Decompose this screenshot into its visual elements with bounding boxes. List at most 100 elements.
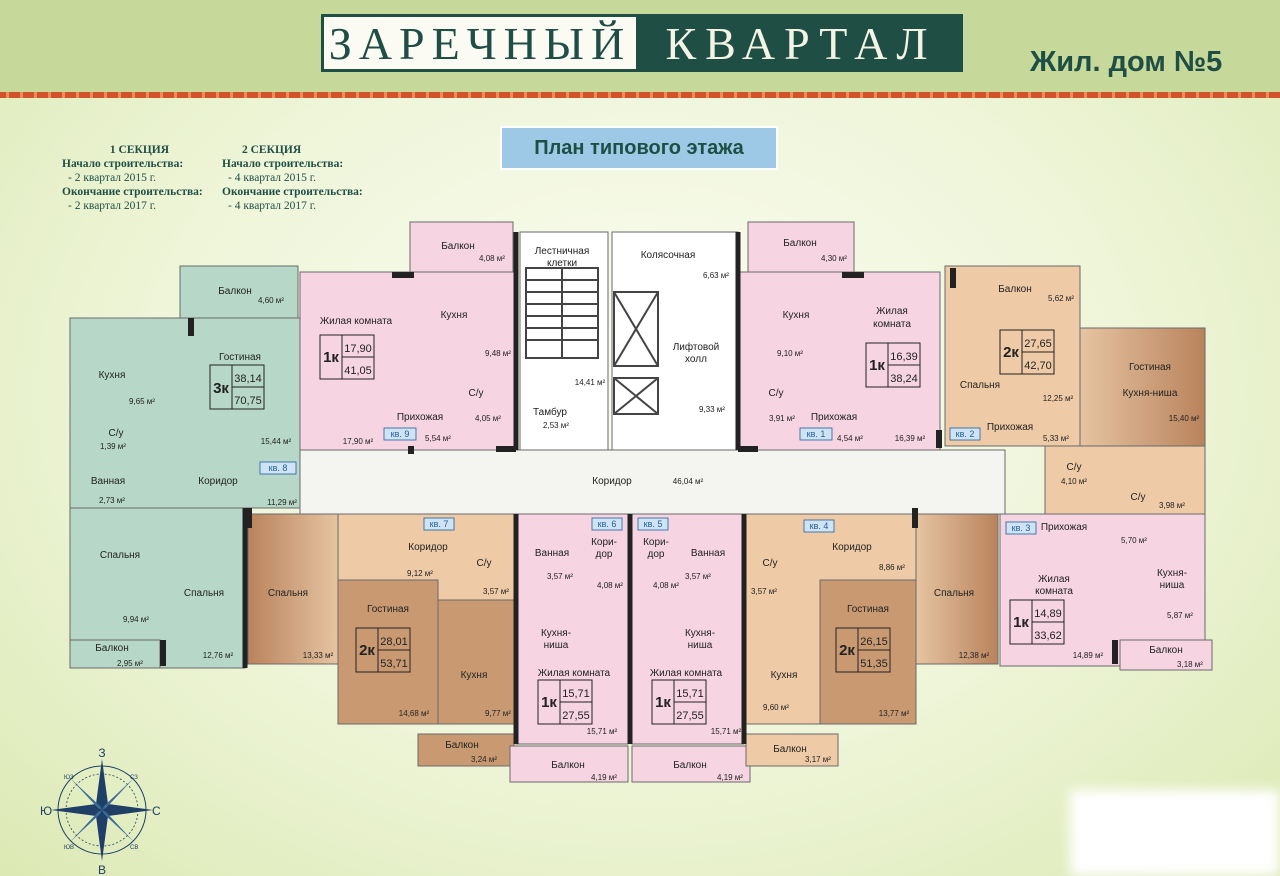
room-label: С/у bbox=[763, 558, 778, 569]
apt-total-area: 27,55 bbox=[676, 710, 704, 722]
lift-1 bbox=[613, 291, 659, 367]
area-label: 4,19 м² bbox=[591, 773, 617, 782]
end-value: - 2 квартал 2017 г. bbox=[68, 200, 157, 212]
apt-type: 1к bbox=[541, 694, 557, 711]
area-label: 14,68 м² bbox=[399, 709, 430, 718]
corridor-label: Коридор bbox=[592, 476, 632, 487]
watermark-blur bbox=[1070, 790, 1280, 876]
apt-tag: кв. 9 bbox=[391, 429, 410, 439]
area-label: 5,62 м² bbox=[1048, 294, 1074, 303]
apt-2-left-fill bbox=[944, 265, 1081, 447]
area-label: 16,39 м² bbox=[895, 434, 926, 443]
area-label: 9,60 м² bbox=[763, 703, 789, 712]
area-label: 3,98 м² bbox=[1159, 501, 1185, 510]
room-label: Спальня bbox=[960, 380, 1000, 391]
area-label: 9,33 м² bbox=[699, 405, 725, 414]
area-label: 4,30 м² bbox=[821, 254, 847, 263]
stroller-room-label: Колясочная bbox=[641, 250, 696, 261]
apt-type: 1к bbox=[869, 357, 885, 374]
apt-tag: кв. 6 bbox=[598, 519, 617, 529]
area-label: 15,71 м² bbox=[587, 727, 618, 736]
compass-sw: ЮВ bbox=[64, 845, 74, 851]
apt-9-balcony-fill bbox=[409, 221, 514, 273]
apt-total-area: 38,24 bbox=[890, 373, 918, 385]
apt-2-right-fill bbox=[1079, 327, 1206, 447]
room-label: С/у bbox=[469, 388, 484, 399]
area-label: 5,54 м² bbox=[425, 434, 451, 443]
area-label: 4,60 м² bbox=[258, 296, 284, 305]
room-label: Коридор bbox=[198, 476, 238, 487]
room-label: Спальня bbox=[184, 588, 224, 599]
apt-type: 2к bbox=[1003, 344, 1019, 361]
area-label: 4,08 м² bbox=[653, 581, 679, 590]
room-label: Балкон bbox=[95, 643, 129, 654]
apt-total-area: 51,35 bbox=[860, 658, 888, 670]
apt-tag: кв. 8 bbox=[269, 463, 288, 473]
room-label: С/у bbox=[477, 558, 492, 569]
room-label: Кухня- bbox=[541, 628, 571, 639]
room-label: дор bbox=[648, 549, 665, 560]
stair-label-2: клетки bbox=[547, 258, 577, 269]
area-label: 15,71 м² bbox=[711, 727, 742, 736]
balcony-label: Балкон bbox=[783, 238, 817, 249]
end-value: - 4 квартал 2017 г. bbox=[228, 200, 317, 212]
balcony-label: Балкон bbox=[218, 286, 252, 297]
room-label: Гостиная bbox=[219, 352, 261, 363]
room-label: С/у bbox=[109, 428, 124, 439]
apt-type: 2к bbox=[359, 642, 375, 659]
area-label: 4,54 м² bbox=[837, 434, 863, 443]
area-label: 3,57 м² bbox=[751, 587, 777, 596]
area-label: 15,40 м² bbox=[1169, 414, 1200, 423]
area-label: 2,73 м² bbox=[99, 496, 125, 505]
area-label: 2,53 м² bbox=[543, 421, 569, 430]
area-label: 1,39 м² bbox=[100, 442, 126, 451]
room-label: Кухня-ниша bbox=[1123, 388, 1178, 399]
compass-se: СВ bbox=[130, 845, 138, 851]
apt-4-bed-fill bbox=[915, 513, 999, 665]
room-label: Прихожая bbox=[811, 412, 857, 423]
apt-living-area: 15,71 bbox=[676, 688, 704, 700]
balcony-label: Балкон bbox=[441, 241, 475, 252]
room-label: Спальня bbox=[934, 588, 974, 599]
area-label: 4,08 м² bbox=[597, 581, 623, 590]
area-label: 17,90 м² bbox=[343, 437, 374, 446]
section-1-info: 1 СЕКЦИЯ Начало строительства: - 2 кварт… bbox=[62, 143, 217, 213]
balcony-label: Балкон bbox=[998, 284, 1032, 295]
area-label: 12,25 м² bbox=[1043, 394, 1074, 403]
room-label: Кори- bbox=[591, 537, 617, 548]
area-label: 9,10 м² bbox=[777, 349, 803, 358]
room-label: Кухня bbox=[783, 310, 810, 321]
area-label: 4,05 м² bbox=[475, 414, 501, 423]
room-label: Прихожая bbox=[397, 412, 443, 423]
house-number: Жил. дом №5 bbox=[1030, 46, 1223, 78]
room-label: Кухня bbox=[441, 310, 468, 321]
apt-tag: кв. 5 bbox=[644, 519, 663, 529]
room-label: Спальня bbox=[268, 588, 308, 599]
apt-total-area: 53,71 bbox=[380, 658, 408, 670]
area-label: 3,57 м² bbox=[547, 572, 573, 581]
room-label: Коридор bbox=[408, 542, 448, 553]
room-label: Балкон bbox=[773, 744, 807, 755]
room-label: Гостиная bbox=[367, 604, 409, 615]
apt-5-fill bbox=[631, 513, 745, 745]
room-label: С/у bbox=[769, 388, 784, 399]
room-label: Жилая комната bbox=[538, 668, 611, 679]
area-label: 4,10 м² bbox=[1061, 477, 1087, 486]
area-label: 2,95 м² bbox=[117, 659, 143, 668]
room-label: Жилая bbox=[1038, 574, 1070, 585]
area-label: 9,94 м² bbox=[123, 615, 149, 624]
area-label: 12,38 м² bbox=[959, 651, 990, 660]
room-label: Гостиная bbox=[847, 604, 889, 615]
lift-hall-label-2: холл bbox=[685, 354, 707, 365]
room-label: С/у bbox=[1067, 462, 1082, 473]
area-label: 14,41 м² bbox=[575, 378, 606, 387]
apt-9-fill bbox=[299, 271, 516, 451]
apt-5-balcony-fill bbox=[631, 745, 751, 783]
apt-type: 2к bbox=[839, 642, 855, 659]
area-label: 3,18 м² bbox=[1177, 660, 1203, 669]
room-label: Кухня bbox=[461, 670, 488, 681]
room-label: Жилая комната bbox=[320, 316, 393, 327]
apt-living-area: 15,71 bbox=[562, 688, 590, 700]
area-label: 6,63 м² bbox=[703, 271, 729, 280]
